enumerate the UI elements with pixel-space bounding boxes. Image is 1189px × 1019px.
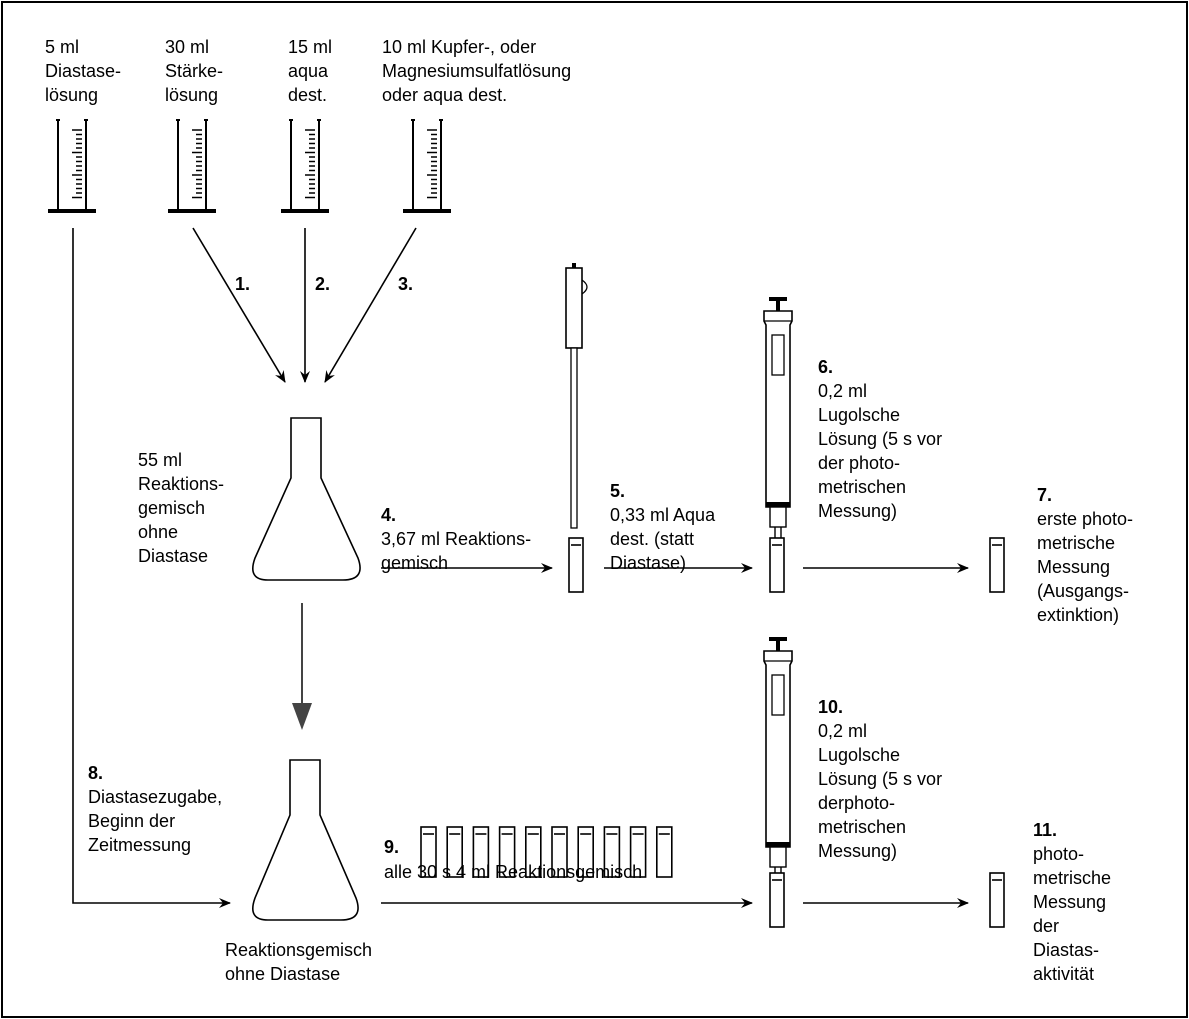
cuvette-row-item <box>446 826 464 878</box>
flask-1 <box>252 417 361 581</box>
flask-2-label: Reaktionsgemisch ohne Diastase <box>225 940 377 984</box>
cuvette-1 <box>568 537 584 593</box>
cuvette-row-item <box>472 826 490 878</box>
cylinder-3-label: 15 ml aqua dest. <box>288 37 337 105</box>
pipette <box>565 263 588 529</box>
cylinder-1 <box>48 119 96 213</box>
flask-1-label: 55 ml Reaktions- gemisch ohne Diastase <box>138 450 229 566</box>
cuvette-row-item <box>603 826 621 878</box>
cuvette-row <box>420 826 673 878</box>
cuvette-row-item <box>420 826 437 878</box>
arrow-1 <box>192 227 286 383</box>
micropipette-1 <box>763 297 793 552</box>
step-2-number: 2. <box>315 274 330 294</box>
cylinder-2 <box>168 119 216 213</box>
cylinder-2-label: 30 ml Stärke- lösung <box>165 37 228 105</box>
arrow-flask-down-head <box>292 703 312 730</box>
step-8-label: 8. Diastasezugabe, Beginn der Zeitmessun… <box>88 763 227 855</box>
step-11-label: 11. photo- metrische Messung der Diastas… <box>1033 820 1116 984</box>
cuvette-row-item <box>551 826 568 878</box>
cuvette-5 <box>989 872 1005 928</box>
cuvette-2 <box>769 537 785 593</box>
cuvette-row-item <box>629 826 647 878</box>
cylinder-4 <box>403 119 451 213</box>
cuvette-4 <box>769 872 785 928</box>
step-1-number: 1. <box>235 274 250 294</box>
cylinder-3 <box>281 119 329 213</box>
step-3-number: 3. <box>398 274 413 294</box>
micropipette-2 <box>763 637 793 892</box>
flask-2 <box>252 759 359 921</box>
step-5-label: 5. 0,33 ml Aqua dest. (statt Diastase) <box>610 481 720 573</box>
step-4-label: 4. 3,67 ml Reaktions- gemisch <box>381 505 536 573</box>
cylinder-1-label: 5 ml Diastase- lösung <box>45 37 126 105</box>
cuvette-row-item <box>498 826 516 878</box>
step-6-label: 6. 0,2 ml Lugolsche Lösung (5 s vor der … <box>818 357 947 521</box>
arrow-diastase-line <box>72 228 231 908</box>
step-9-label: 9. alle 30 s 4 ml Reaktionsgemisch <box>384 837 642 882</box>
cylinder-4-label: 10 ml Kupfer-, oder Magnesiumsulfatlösun… <box>382 37 576 105</box>
step-7-label: 7. erste photo- metrische Messung (Ausga… <box>1037 485 1138 625</box>
cuvette-row-item <box>577 826 595 878</box>
cuvette-3 <box>989 537 1005 593</box>
arrow-3 <box>324 227 417 383</box>
cuvette-row-item <box>524 826 542 878</box>
step-10-label: 10. 0,2 ml Lugolsche Lösung (5 s vor der… <box>818 697 947 861</box>
cuvette-row-item <box>655 826 673 878</box>
